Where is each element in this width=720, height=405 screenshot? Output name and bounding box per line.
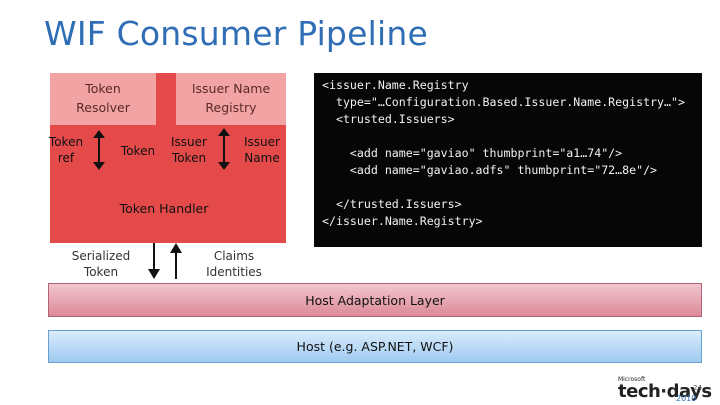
issuer-token-label: Issuer Token [171,135,207,166]
code-line: <add name="gaviao" thumbprint="a1…74"/> [322,146,623,160]
token-label: Token [120,144,156,158]
logo-year-text: 2010 [676,394,697,403]
slide-title: WIF Consumer Pipeline [44,14,428,53]
serialized-token-arrow-icon [148,243,160,279]
code-line: <issuer.Name.Registry [322,78,469,92]
code-line: </trusted.Issuers> [322,197,462,211]
host-layer: Host (e.g. ASP.NET, WCF) [48,330,702,363]
page-number: 24 [693,384,702,392]
token-resolver-box: Token Resolver [50,73,156,125]
logo-techdays-text: tech·days [618,381,712,402]
token-ref-label: Token ref [48,135,84,166]
host-adaptation-layer: Host Adaptation Layer [48,283,702,317]
issuer-registry-config-code: <issuer.Name.Registry type="…Configurati… [314,73,702,247]
code-line: <add name="gaviao.adfs" thumbprint="72…8… [322,163,658,177]
serialized-token-label: Serialized Token [71,249,131,280]
issuer-name-registry-box: Issuer Name Registry [176,73,286,125]
claims-identities-label: Claims Identities [206,249,262,280]
token-ref-arrow-icon [93,130,105,170]
code-line: <trusted.Issuers> [322,112,455,126]
code-line: type="…Configuration.Based.Issuer.Name.R… [322,95,685,109]
logo-microsoft-text: Microsoft [618,376,646,383]
issuer-name-label: Issuer Name [244,135,280,166]
token-handler-label: Token Handler [119,201,209,216]
issuer-name-registry-label: Issuer Name Registry [191,81,271,115]
claims-identities-arrow-icon [170,243,182,279]
techdays-logo: Microsoft tech·days 2010 [618,376,712,403]
token-resolver-label: Token Resolver [76,81,130,115]
issuer-arrow-icon [218,128,230,170]
code-line: </issuer.Name.Registry> [322,214,483,228]
